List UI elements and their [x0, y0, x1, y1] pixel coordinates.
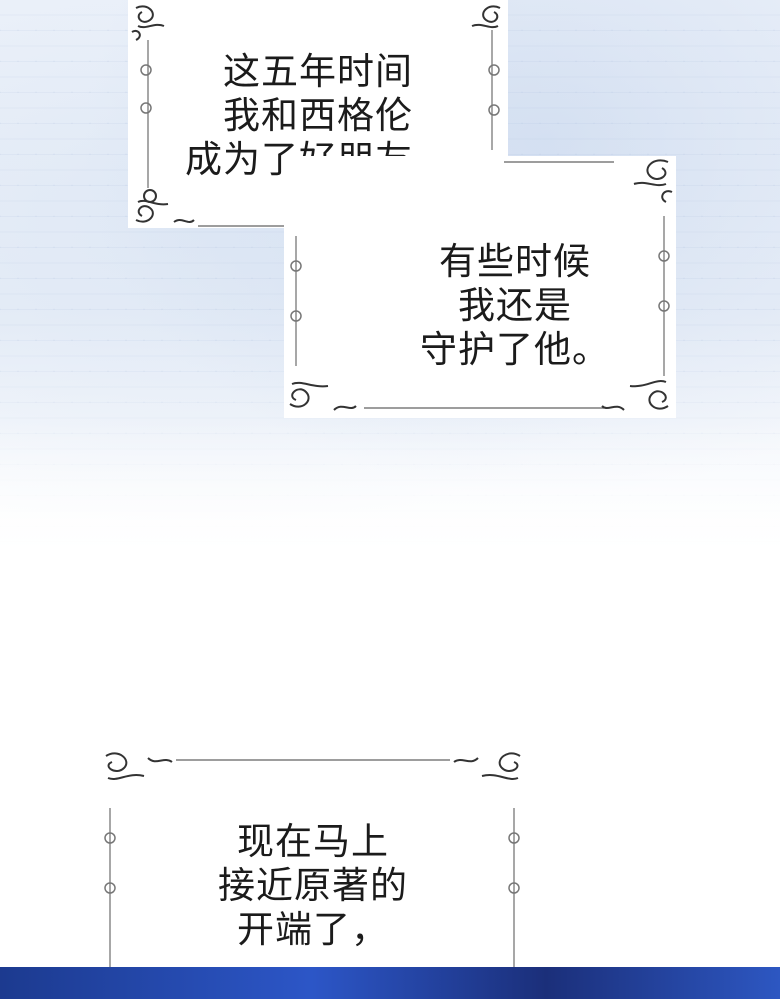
caption-line: 我还是 [458, 284, 572, 327]
caption-line: 这五年时间 [223, 50, 413, 93]
caption-box-2: 有些时候 我还是 守护了他。 [284, 156, 676, 418]
caption-line: 现在马上 [237, 820, 389, 863]
caption-text-2: 有些时候 我还是 守护了他。 [354, 240, 676, 372]
caption-line: 接近原著的 [218, 864, 408, 907]
caption-line: 有些时候 [439, 240, 591, 283]
caption-line: 开端了， [237, 908, 389, 951]
caption-line: 我和西格伦 [223, 94, 413, 137]
next-panel-edge [0, 967, 780, 999]
caption-box-3: 现在马上 接近原著的 开端了， [100, 748, 526, 999]
caption-text-1: 这五年时间 我和西格伦 成为了好朋友， [128, 50, 508, 182]
background-fade [0, 420, 780, 580]
caption-text-3: 现在马上 接近原著的 开端了， [100, 820, 526, 952]
caption-line: 守护了他。 [420, 328, 610, 371]
